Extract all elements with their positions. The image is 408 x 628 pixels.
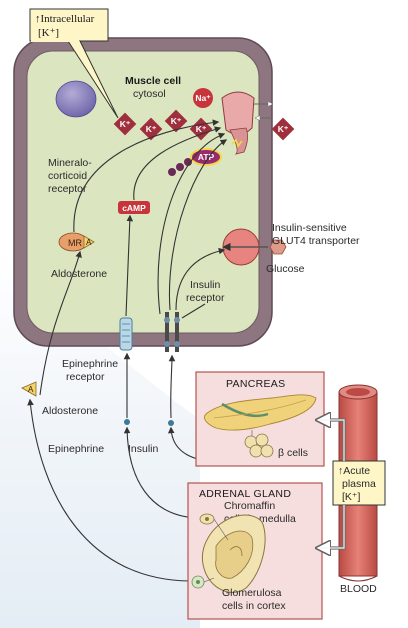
label-glut4: Insulin-sensitive [272,222,347,234]
epinephrine-molecule [124,419,130,425]
label-insulin-receptor: receptor [186,292,225,304]
label-aldosterone-inside: Aldosterone [51,268,107,280]
svg-text:K⁺: K⁺ [278,124,289,134]
acute-plasma-k-box: ↑Acute plasma [K⁺] [332,460,386,506]
svg-text:[K⁺]: [K⁺] [38,27,59,39]
svg-text:↑Acute: ↑Acute [338,465,370,477]
label-aldosterone-outside: Aldosterone [42,405,98,417]
k-ion: K⁺ [271,117,295,141]
epinephrine-receptor [119,317,133,351]
hormone-pathways [27,352,237,582]
label-epinephrine-receptor: receptor [66,371,105,383]
label-glucose: Glucose [266,263,305,275]
cell-title: Muscle cell [125,75,181,87]
label-epinephrine-receptor: Epinephrine [62,358,118,370]
svg-text:K⁺: K⁺ [171,116,182,126]
nucleus [55,80,97,118]
svg-text:K⁺: K⁺ [146,124,157,134]
svg-text:PANCREAS: PANCREAS [226,378,285,390]
intracellular-k-callout: ↑Intracellular [K⁺] [29,8,119,119]
na-k-atpase-pump [221,91,276,155]
svg-text:cAMP: cAMP [122,203,146,213]
mineralocorticoid-receptor-complex: MR A [58,232,95,252]
signal-arrows [39,119,228,396]
svg-text:Na⁺: Na⁺ [195,93,211,103]
label-insulin-receptor: Insulin [190,279,221,291]
label-mineralocorticoid: corticoid [48,170,87,182]
insulin-molecule [168,420,174,426]
k-ion: K⁺ [164,109,188,133]
svg-text:plasma: plasma [342,478,376,490]
svg-text:K⁺: K⁺ [120,119,131,129]
svg-text:[K⁺]: [K⁺] [342,491,360,503]
svg-text:Glomerulosa: Glomerulosa [222,587,282,599]
svg-text:cells in cortex: cells in cortex [222,600,286,612]
insulin-receptor [164,312,180,352]
pancreas-box: PANCREAS β cells [195,371,325,467]
svg-text:A: A [86,238,92,247]
aldosterone-molecule: A [21,381,37,397]
label-epinephrine: Epinephrine [48,443,104,455]
svg-text:A: A [28,385,34,394]
label-glut4: GLUT4 transporter [272,235,360,247]
cell-subtitle: cytosol [133,88,166,100]
label-blood: BLOOD [340,583,377,595]
adrenal-gland-box: ADRENAL GLAND Chromaffin cells in medull… [187,482,323,620]
glut4-transporter [222,228,287,266]
svg-text:ATP: ATP [198,152,215,162]
camp-molecule: cAMP [118,201,150,214]
label-mineralocorticoid: Mineralo- [48,157,92,169]
atp-molecule: ATP [168,138,243,176]
label-mineralocorticoid: receptor [48,183,87,195]
svg-text:MR: MR [68,238,82,248]
label-insulin: Insulin [128,443,159,455]
svg-text:K⁺: K⁺ [196,124,207,134]
na-ion: Na⁺ [193,88,213,108]
svg-text:Chromaffin: Chromaffin [224,500,275,512]
glucose-hexagon [269,239,287,255]
svg-text:↑Intracellular: ↑Intracellular [35,13,95,25]
plasma-feedback-arrows [318,420,346,548]
svg-text:ADRENAL GLAND: ADRENAL GLAND [199,488,291,500]
svg-text:β cells: β cells [278,447,308,459]
